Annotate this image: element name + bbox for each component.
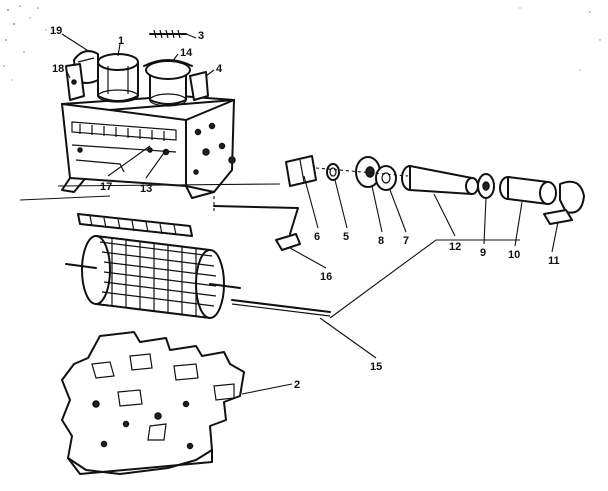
lever-16 bbox=[213, 205, 301, 251]
callout-7: 7 bbox=[403, 235, 409, 247]
callout-10: 10 bbox=[508, 249, 520, 261]
callout-2: 2 bbox=[294, 379, 300, 391]
callout-14: 14 bbox=[180, 47, 193, 59]
callout-18: 18 bbox=[52, 63, 64, 75]
cam-11 bbox=[543, 180, 585, 225]
callout-16: 16 bbox=[320, 271, 332, 283]
callout-9: 9 bbox=[480, 247, 486, 259]
callout-19: 19 bbox=[50, 25, 62, 37]
spring-5 bbox=[326, 163, 340, 181]
drum-assembly bbox=[65, 213, 241, 319]
spring-3 bbox=[149, 29, 187, 39]
callout-6: 6 bbox=[314, 231, 320, 243]
callout-11: 11 bbox=[548, 255, 560, 267]
callout-17: 17 bbox=[100, 181, 112, 193]
scan-noise bbox=[3, 5, 601, 81]
callout-8: 8 bbox=[378, 235, 384, 247]
bracket-18 bbox=[65, 63, 85, 101]
washer-9 bbox=[477, 173, 495, 199]
callout-4: 4 bbox=[216, 63, 223, 75]
rod-15 bbox=[231, 299, 331, 317]
knob-1 bbox=[97, 53, 139, 103]
callouts: 19 18 1 3 14 4 17 13 6 5 8 7 12 9 10 11 … bbox=[50, 25, 560, 391]
shaft-12 bbox=[401, 165, 479, 195]
clip-4 bbox=[189, 71, 209, 101]
callout-5: 5 bbox=[343, 231, 349, 243]
washer-7 bbox=[375, 165, 397, 191]
callout-3: 3 bbox=[198, 30, 204, 42]
plate-6 bbox=[285, 155, 317, 187]
callout-1: 1 bbox=[118, 35, 124, 47]
callout-15: 15 bbox=[370, 361, 382, 373]
callout-12: 12 bbox=[449, 241, 461, 253]
base-plate-2 bbox=[61, 331, 245, 475]
assembly-lines bbox=[19, 167, 520, 319]
leader-lines bbox=[61, 33, 559, 395]
callout-13: 13 bbox=[140, 183, 152, 195]
sleeve-10 bbox=[499, 176, 557, 205]
knob-14 bbox=[143, 59, 193, 107]
timer-housing bbox=[61, 95, 236, 199]
washer-8 bbox=[355, 156, 381, 188]
